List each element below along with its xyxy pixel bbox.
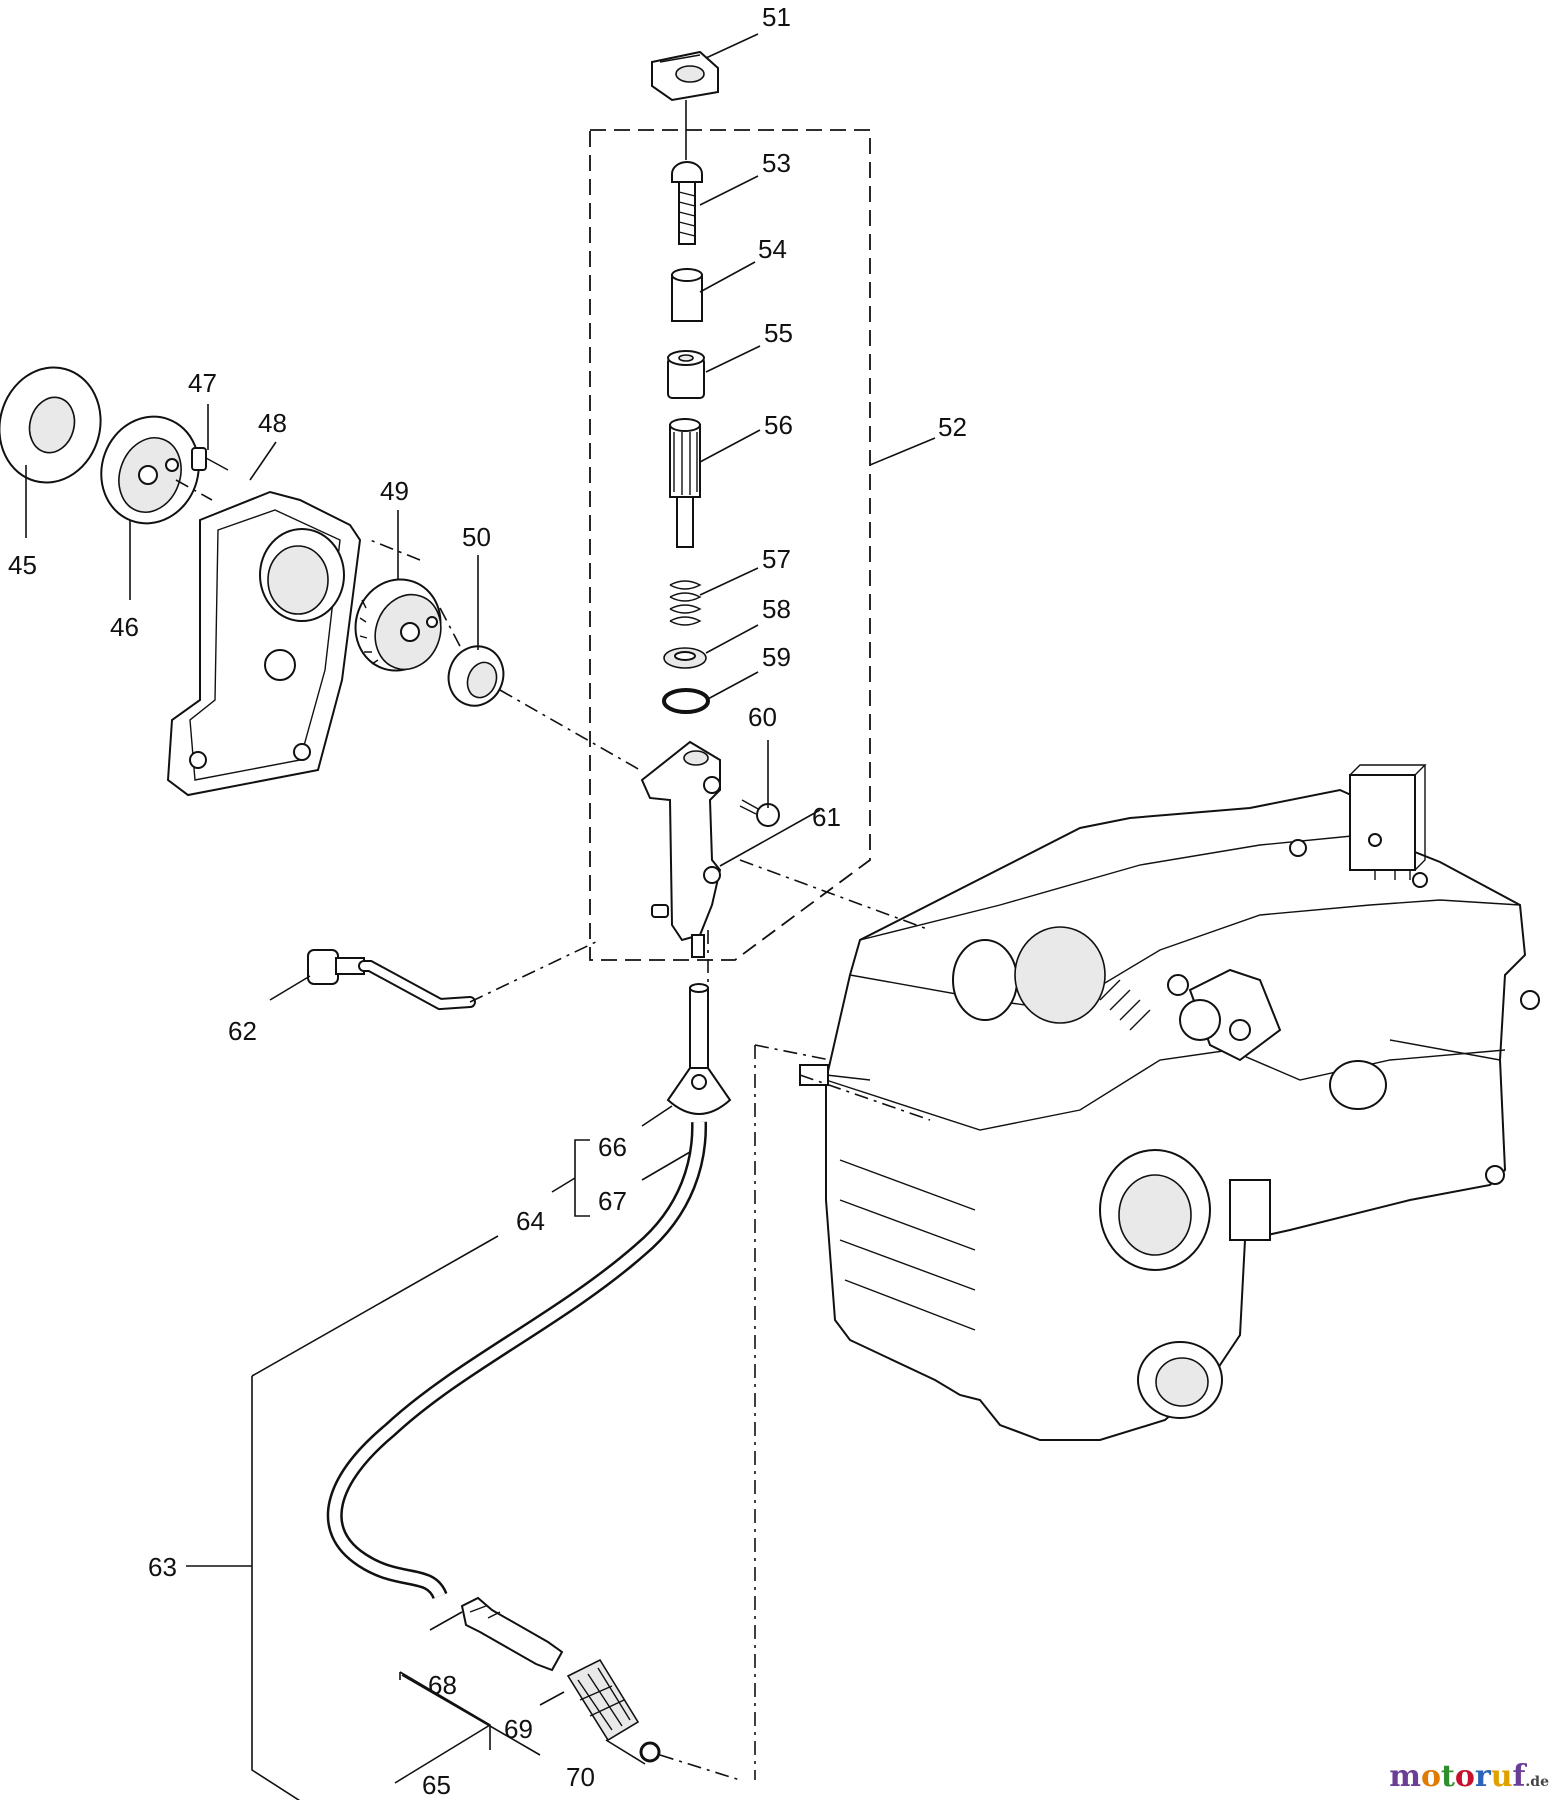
watermark-letter: u	[1490, 1759, 1513, 1794]
callout-50: 50	[462, 522, 491, 552]
callout-60: 60	[748, 702, 777, 732]
part-59-oring	[662, 688, 710, 714]
watermark-letter: m	[1389, 1759, 1421, 1794]
assembly-52-frame	[589, 129, 871, 961]
part-63-hose	[326, 1121, 708, 1600]
part-47-screw	[191, 447, 229, 471]
part-45-washer	[0, 366, 102, 484]
part-57-spring	[669, 580, 702, 626]
callout-55: 55	[764, 318, 793, 348]
callout-69: 69	[504, 1714, 533, 1744]
part-61-pump-body	[640, 740, 722, 958]
watermark-letter: t	[1441, 1759, 1455, 1794]
part-62-pipe	[307, 949, 476, 1011]
assembly-lines	[175, 479, 931, 1781]
part-54-sleeve	[671, 268, 703, 322]
callout-62: 62	[228, 1016, 257, 1046]
callout-61: 61	[812, 802, 841, 832]
part-48-bracket	[166, 490, 362, 797]
part-66-fitting	[666, 983, 732, 1115]
callout-57: 57	[762, 544, 791, 574]
part-51-cap	[651, 50, 719, 102]
callout-48: 48	[258, 408, 287, 438]
part-50-seal	[447, 645, 505, 707]
callout-70: 70	[566, 1762, 595, 1792]
leader-lines	[25, 33, 936, 1800]
callout-54: 54	[758, 234, 787, 264]
callout-63: 63	[148, 1552, 177, 1582]
callout-58: 58	[762, 594, 791, 624]
main-housing	[799, 764, 1540, 1441]
part-56-worm	[669, 418, 701, 548]
part-46-plate	[100, 415, 200, 525]
part-49-gear	[354, 578, 442, 672]
part-69-filter	[566, 1658, 640, 1742]
watermark-letter: f	[1512, 1759, 1526, 1794]
part-58-washer	[663, 647, 707, 669]
callout-56: 56	[764, 410, 793, 440]
callout-53: 53	[762, 148, 791, 178]
part-68-connector	[460, 1596, 564, 1672]
callout-66: 66	[598, 1132, 627, 1162]
part-53-screw	[671, 161, 703, 245]
part-60-bolt	[739, 799, 780, 827]
part-70-clip	[639, 1741, 661, 1763]
callout-49: 49	[380, 476, 409, 506]
motoruf-watermark: motoruf.de	[1389, 1759, 1549, 1794]
watermark-letter: r	[1474, 1759, 1491, 1794]
watermark-suffix: .de	[1525, 1774, 1549, 1790]
callout-64: 64	[516, 1206, 545, 1236]
callout-65: 65	[422, 1770, 451, 1800]
callout-47: 47	[188, 368, 217, 398]
callout-52: 52	[938, 412, 967, 442]
watermark-letter: o	[1454, 1759, 1475, 1794]
callout-46: 46	[110, 612, 139, 642]
watermark-letter: o	[1421, 1759, 1442, 1794]
part-55-bushing	[667, 350, 705, 399]
callout-59: 59	[762, 642, 791, 672]
callout-68: 68	[428, 1670, 457, 1700]
callout-45: 45	[8, 550, 37, 580]
callout-51: 51	[762, 2, 791, 32]
callout-67: 67	[598, 1186, 627, 1216]
